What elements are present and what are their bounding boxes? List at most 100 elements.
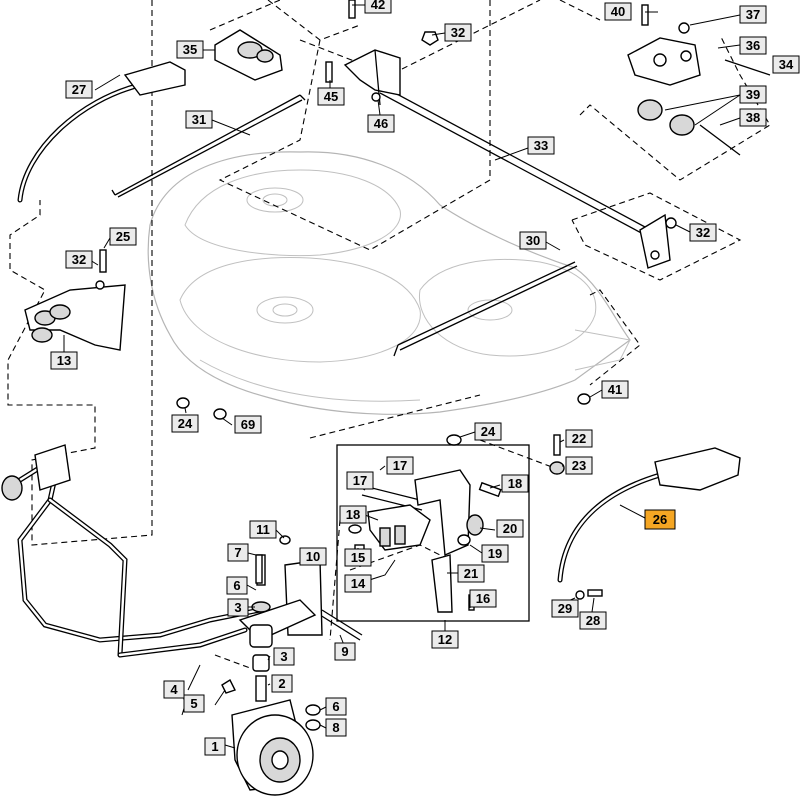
svg-text:18: 18: [508, 476, 522, 491]
svg-text:19: 19: [488, 546, 502, 561]
label-6: 6: [226, 576, 248, 595]
label-30: 30: [519, 231, 547, 250]
label-13: 13: [50, 351, 78, 370]
label-3: 3: [227, 598, 249, 617]
svg-text:10: 10: [306, 549, 320, 564]
label-21: 21: [457, 564, 485, 583]
svg-text:41: 41: [608, 382, 622, 397]
part-12-bracket-parts: [367, 469, 502, 613]
label-20: 20: [496, 519, 524, 538]
label-11: 11: [249, 520, 277, 539]
svg-text:27: 27: [72, 82, 86, 97]
svg-text:25: 25: [116, 229, 130, 244]
label-34: 34: [772, 55, 800, 74]
label-5: 5: [183, 694, 205, 713]
bracket-assembly-box: [336, 444, 530, 622]
svg-text:15: 15: [351, 550, 365, 565]
label-9: 9: [334, 642, 356, 661]
svg-text:45: 45: [324, 89, 338, 104]
label-22: 22: [565, 429, 593, 448]
mower-deck-drawing: [147, 151, 631, 415]
svg-text:4: 4: [170, 682, 178, 697]
label-38: 38: [739, 108, 767, 127]
label-23: 23: [565, 456, 593, 475]
svg-text:32: 32: [451, 25, 465, 40]
label-36: 36: [739, 36, 767, 55]
svg-text:22: 22: [572, 431, 586, 446]
svg-text:30: 30: [526, 233, 540, 248]
svg-text:46: 46: [374, 116, 388, 131]
label-69: 69: [234, 415, 262, 434]
svg-text:5: 5: [190, 696, 197, 711]
label-26-highlighted: 26: [644, 509, 676, 530]
label-12: 12: [431, 630, 459, 649]
svg-text:18: 18: [346, 507, 360, 522]
svg-text:7: 7: [234, 545, 241, 560]
svg-text:37: 37: [746, 7, 760, 22]
svg-text:3: 3: [280, 649, 287, 664]
label-39: 39: [739, 85, 767, 104]
label-17: 17: [346, 471, 374, 490]
svg-text:2: 2: [278, 676, 285, 691]
svg-text:17: 17: [353, 473, 367, 488]
svg-text:13: 13: [57, 353, 71, 368]
svg-text:36: 36: [746, 38, 760, 53]
label-33: 33: [527, 136, 555, 155]
label-10: 10: [299, 547, 327, 566]
part-1-caster-wheel: [231, 699, 314, 796]
label-29: 29: [551, 599, 579, 618]
label-2: 2: [271, 674, 293, 693]
svg-text:32: 32: [72, 252, 86, 267]
svg-text:69: 69: [241, 417, 255, 432]
svg-text:17: 17: [393, 458, 407, 473]
svg-text:1: 1: [211, 739, 218, 754]
svg-text:14: 14: [351, 576, 366, 591]
svg-text:24: 24: [178, 416, 193, 431]
label-32: 32: [444, 23, 472, 42]
svg-text:21: 21: [464, 566, 478, 581]
part-35-bracket: [214, 29, 283, 81]
svg-text:23: 23: [572, 458, 586, 473]
label-16: 16: [469, 589, 497, 608]
label-35: 35: [176, 40, 204, 59]
svg-text:12: 12: [438, 632, 452, 647]
svg-text:3: 3: [234, 600, 241, 615]
svg-text:39: 39: [746, 87, 760, 102]
assembly-dashed-lines: [7, 0, 771, 669]
part-37-bracket: [627, 37, 701, 86]
label-42: 42: [364, 0, 392, 14]
label-15: 15: [344, 548, 372, 567]
label-32: 32: [689, 223, 717, 242]
label-1: 1: [204, 737, 226, 756]
label-6: 6: [325, 697, 347, 716]
label-18: 18: [339, 505, 367, 524]
label-24: 24: [474, 422, 502, 441]
svg-text:11: 11: [256, 522, 270, 537]
label-40: 40: [604, 2, 632, 21]
svg-text:28: 28: [586, 613, 600, 628]
callout-labels: 42 32 35 45 46 27 31 33 40 37 36 34 39 3…: [50, 0, 800, 756]
label-7: 7: [227, 543, 249, 562]
svg-text:8: 8: [332, 720, 339, 735]
part-4-front-axle-frame: [1, 444, 263, 658]
svg-text:16: 16: [476, 591, 490, 606]
part-39-bushings: [637, 99, 695, 136]
label-45: 45: [317, 87, 345, 106]
svg-text:24: 24: [481, 424, 496, 439]
label-46: 46: [367, 114, 395, 133]
label-31: 31: [185, 110, 213, 129]
svg-text:34: 34: [779, 57, 794, 72]
label-24: 24: [171, 414, 199, 433]
label-8: 8: [325, 718, 347, 737]
label-18: 18: [501, 474, 529, 493]
svg-text:6: 6: [233, 578, 240, 593]
svg-text:29: 29: [558, 601, 572, 616]
part-27-lift-arm: [17, 61, 186, 203]
svg-text:26: 26: [653, 512, 667, 527]
part-33-shaft-brackets: [639, 213, 671, 269]
part-26-lift-arm: [557, 447, 741, 583]
svg-text:42: 42: [371, 0, 385, 12]
svg-text:35: 35: [183, 42, 197, 57]
